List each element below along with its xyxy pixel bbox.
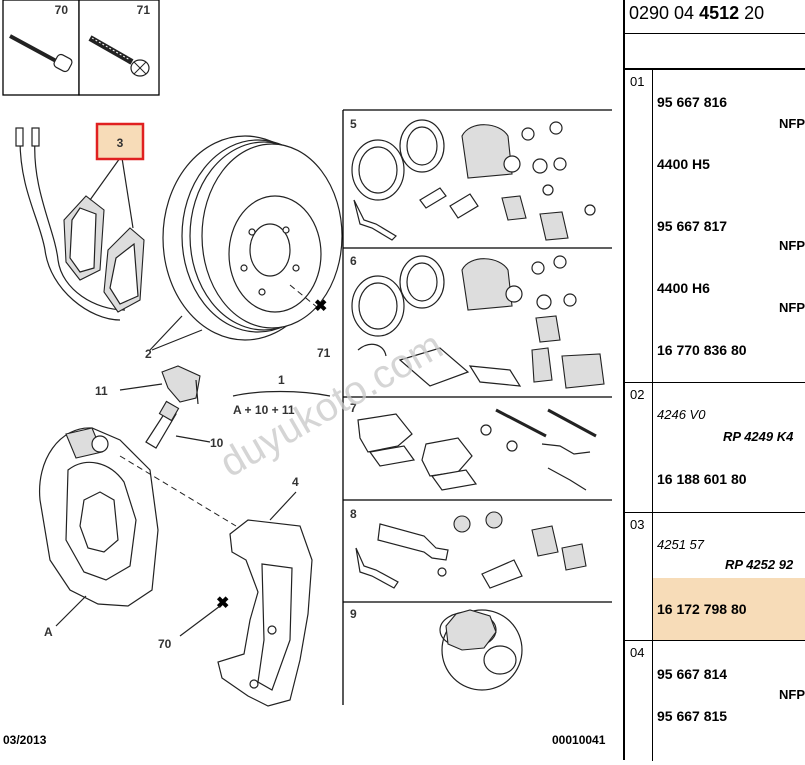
label-1: 1 — [278, 373, 285, 387]
label-11: 11 — [95, 384, 108, 398]
nfp-label: NFP — [779, 300, 805, 315]
kit-8[interactable]: 8 — [350, 507, 587, 589]
part-number[interactable]: 95 667 816 — [657, 94, 728, 110]
box-70-label: 70 — [55, 3, 69, 17]
part-number[interactable]: 16 770 836 80 — [657, 342, 747, 358]
supplier-code: 4251 57 — [657, 537, 704, 552]
part-number[interactable]: 4400 H5 — [657, 156, 710, 172]
reference-prefix: 0290 04 — [629, 3, 700, 23]
kit-7[interactable]: 7 — [350, 401, 597, 491]
nfp-label: NFP — [779, 687, 805, 702]
group-index: 01 — [630, 74, 645, 89]
kit-5[interactable]: 5 — [350, 117, 596, 241]
group-03[interactable]: 03 4251 57 RP 4252 92 16 172 798 80 — [625, 512, 805, 641]
svg-text:9: 9 — [350, 607, 357, 621]
supplier-ref: RP 4249 K4 — [723, 429, 794, 444]
exploded-diagram: .ln2 { stroke:#222; stroke-width:1.2; fi… — [2, 0, 612, 707]
svg-text:7: 7 — [350, 401, 357, 415]
supplier-ref: RP 4252 92 — [725, 557, 794, 572]
brake-disc-2[interactable] — [162, 135, 343, 341]
selected-row-highlight — [653, 578, 805, 641]
part-number[interactable]: 4400 H6 — [657, 280, 710, 296]
label-10: 10 — [210, 436, 224, 450]
blank-row — [625, 34, 805, 69]
brake-pads-3[interactable] — [15, 127, 145, 321]
carrier-bracket-4[interactable] — [217, 519, 313, 707]
formula-label: A + 10 + 11 — [233, 403, 295, 417]
reference-bold: 4512 — [699, 3, 740, 23]
nfp-label: NFP — [779, 238, 805, 253]
caliper-A[interactable] — [38, 427, 237, 607]
group-02[interactable]: 02 4246 V0 RP 4249 K4 16 188 601 80 — [625, 382, 805, 513]
part-number-selected[interactable]: 16 172 798 80 — [657, 601, 747, 617]
nfp-label: NFP — [779, 116, 805, 131]
kit-6[interactable]: 6 — [350, 254, 605, 389]
svg-text:6: 6 — [350, 254, 357, 268]
group-index: 03 — [630, 517, 645, 532]
kit-9[interactable]: 9 — [350, 607, 523, 691]
group-index: 04 — [630, 645, 645, 660]
parts-reference-panel: 0290 04 4512 20 01 95 667 816 NFP 4400 H… — [623, 0, 805, 761]
label-4: 4 — [292, 475, 299, 489]
reference-suffix: 20 — [739, 3, 765, 23]
footer-code: 00010041 — [552, 733, 606, 747]
part-number[interactable]: 95 667 815 — [657, 708, 728, 724]
callout-3-label: 3 — [117, 136, 124, 150]
box-70[interactable]: 70 — [2, 0, 80, 96]
callout-3[interactable]: 3 — [95, 122, 145, 161]
cross-71-icon: ✖ — [314, 298, 327, 315]
part-number[interactable]: 16 188 601 80 — [657, 471, 747, 487]
label-71: 71 — [317, 346, 331, 360]
part-number[interactable]: 95 667 817 — [657, 218, 728, 234]
label-70: 70 — [158, 637, 172, 651]
bolt-11[interactable] — [161, 365, 201, 405]
guide-pin-10[interactable] — [145, 400, 180, 449]
box-71-label: 71 — [137, 3, 151, 17]
box-71[interactable]: 71 — [78, 0, 160, 96]
group-index: 02 — [630, 387, 645, 402]
svg-text:5: 5 — [350, 117, 357, 131]
footer-date: 03/2013 — [3, 733, 47, 747]
label-A: A — [44, 625, 53, 639]
supplier-code: 4246 V0 — [657, 407, 706, 422]
group-04[interactable]: 04 95 667 814 NFP 95 667 815 — [625, 640, 805, 761]
reference-number: 0290 04 4512 20 — [625, 0, 805, 34]
group-01[interactable]: 01 95 667 816 NFP 4400 H5 95 667 817 NFP… — [625, 69, 805, 383]
svg-text:8: 8 — [350, 507, 357, 521]
cross-70-icon: ✖ — [216, 595, 229, 612]
label-2: 2 — [145, 347, 152, 361]
part-number[interactable]: 95 667 814 — [657, 666, 728, 682]
